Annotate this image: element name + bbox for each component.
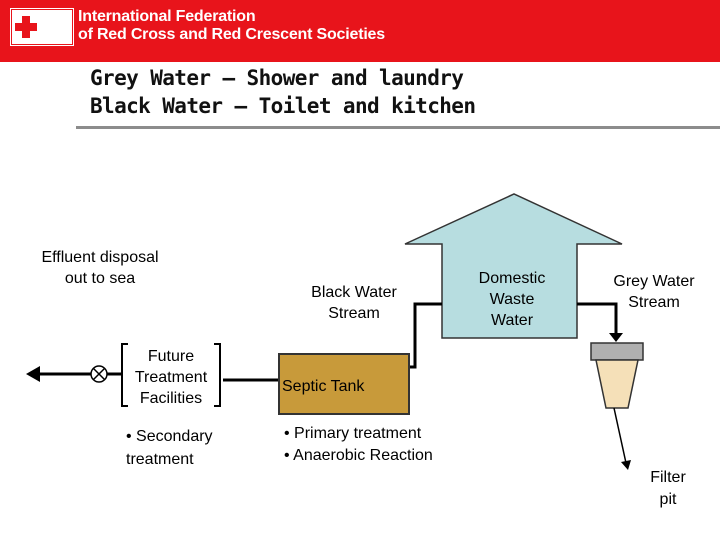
black-water-pipe [410, 302, 442, 369]
title-divider [76, 126, 720, 129]
grey-water-pipe [577, 302, 618, 335]
house-label-line1: Domestic [478, 270, 546, 287]
grey-water-label-line1: Grey Water [613, 273, 695, 290]
grey-water-label: Grey Water Stream [592, 271, 716, 313]
black-water-label: Black Water Stream [290, 282, 418, 324]
filter-pit-drain-arrowhead [621, 460, 631, 470]
future-bracket-right [214, 343, 221, 407]
title-line2: Black Water – Toilet and kitchen [90, 94, 476, 118]
future-label-line3: Facilities [139, 390, 203, 407]
septic-tank-label: Septic Tank [282, 378, 365, 395]
house-shape [404, 193, 623, 339]
header-bar: International Federation of Red Cross an… [0, 0, 720, 62]
filter-label-line2: pit [659, 491, 677, 508]
title-line1: Grey Water – Shower and laundry [90, 66, 464, 90]
org-name-line2: of Red Cross and Red Crescent Societies [78, 26, 385, 43]
future-treatment-label: Future Treatment Facilities [122, 346, 220, 409]
secondary-label-line1: • Secondary [126, 428, 213, 445]
filter-pit-label: Filter pit [630, 467, 706, 511]
septic-tank-box [278, 353, 410, 415]
grey-water-arrowhead [609, 333, 623, 342]
future-label-line1: Future [147, 348, 195, 365]
secondary-treatment-label: • Secondary treatment [126, 425, 246, 471]
primary-treatment-list: • Primary treatment • Anaerobic Reaction [284, 423, 484, 467]
black-water-label-line1: Black Water [311, 284, 397, 301]
effluent-label-line2: out to sea [64, 270, 136, 287]
house-label: Domestic Waste Water [448, 268, 576, 331]
effluent-label: Effluent disposal out to sea [20, 247, 180, 289]
grey-water-label-line2: Stream [628, 294, 680, 311]
filter-label-line1: Filter [650, 469, 686, 486]
black-water-label-line2: Stream [328, 305, 380, 322]
secondary-label-line2: treatment [126, 451, 194, 468]
filter-pit-drain [613, 407, 627, 464]
org-name-line1: International Federation [78, 8, 256, 25]
effluent-arrowhead [26, 366, 40, 382]
primary-bullet-1: • Primary treatment [284, 425, 422, 442]
valve-icon [90, 365, 108, 383]
house-label-line3: Water [490, 312, 534, 329]
primary-bullet-2: • Anaerobic Reaction [284, 447, 433, 464]
effluent-label-line1: Effluent disposal [41, 249, 159, 266]
future-label-line2: Treatment [134, 369, 208, 386]
house-label-line2: Waste [489, 291, 535, 308]
red-cross-crescent-logo [10, 8, 74, 46]
filter-pit-cap [590, 342, 644, 361]
filter-pit-body [595, 359, 639, 409]
